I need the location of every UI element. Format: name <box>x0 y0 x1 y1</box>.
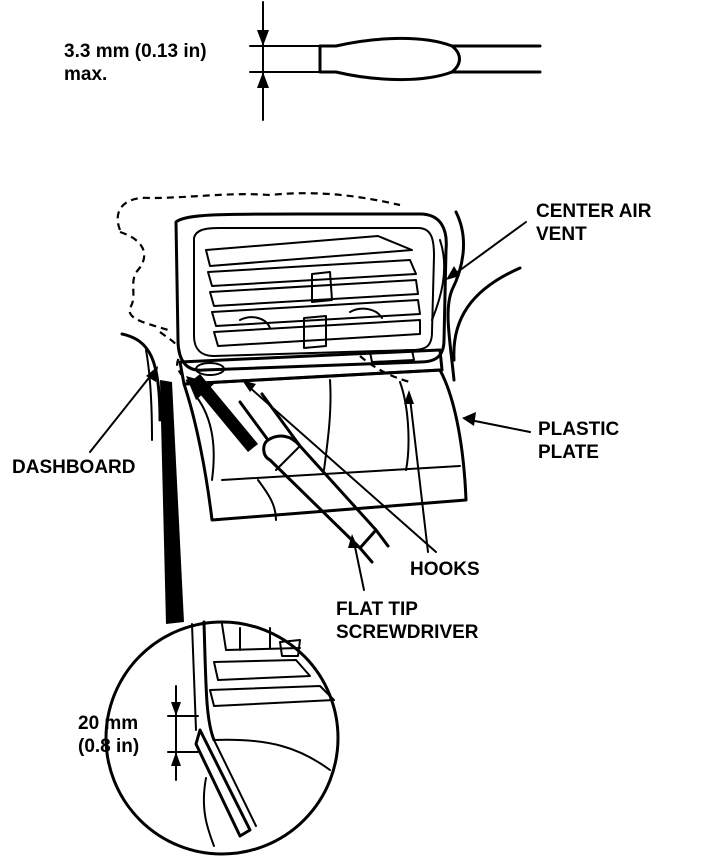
tip-dimension-line2: max. <box>64 64 108 85</box>
magnified-detail <box>104 620 340 856</box>
dashboard-text: DASHBOARD <box>12 457 136 478</box>
plastic-plate <box>182 368 468 522</box>
dashboard <box>120 210 522 441</box>
screwdriver-line1: FLAT TIP <box>336 599 418 620</box>
insert-depth-line1: 20 mm <box>78 713 139 734</box>
center-air-vent-label: CENTER AIR VENT <box>536 200 651 246</box>
plastic-plate-line1: PLASTIC <box>538 419 620 440</box>
tip-dimension-line1: 3.3 mm (0.13 in) <box>64 41 207 62</box>
center-air-vent-line2: VENT <box>536 224 587 245</box>
center-air-vent-line1: CENTER AIR <box>536 201 652 222</box>
insert-depth-label: 20 mm (0.8 in) <box>78 712 139 758</box>
screwdriver-label: FLAT TIP SCREWDRIVER <box>336 598 479 644</box>
leader-lines <box>89 221 531 624</box>
center-air-vent <box>174 212 448 386</box>
dashboard-label: DASHBOARD <box>12 456 136 479</box>
screwdriver-tip-detail <box>249 1 542 121</box>
insert-depth-line2: (0.8 in) <box>78 736 140 757</box>
flat-tip-screwdriver <box>186 374 390 564</box>
hooks-label: HOOKS <box>410 558 480 581</box>
plastic-plate-line2: PLATE <box>538 442 599 463</box>
screwdriver-line2: SCREWDRIVER <box>336 622 479 643</box>
plastic-plate-label: PLASTIC PLATE <box>538 418 619 464</box>
tip-dimension-label: 3.3 mm (0.13 in) max. <box>64 40 207 86</box>
hooks-text: HOOKS <box>410 559 480 580</box>
